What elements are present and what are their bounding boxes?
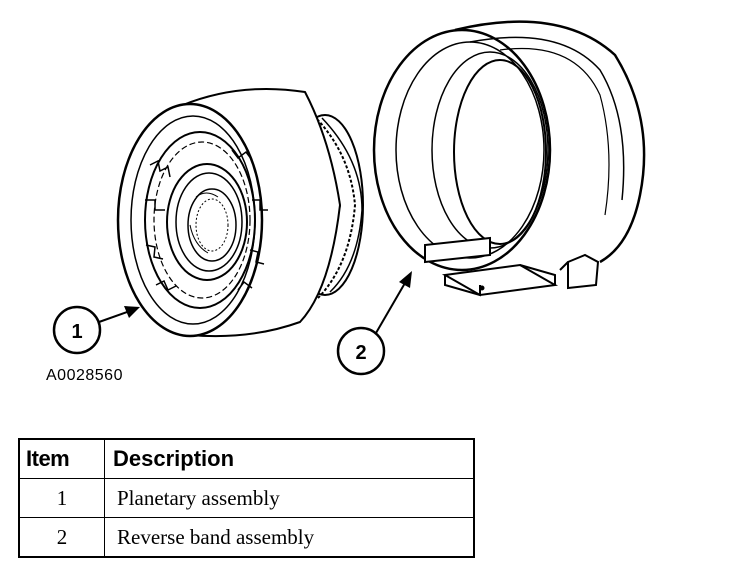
item-number: 2 [18, 517, 105, 558]
planetary-assembly-drawing [116, 88, 364, 338]
table-row: 1 Planetary assembly [18, 478, 475, 518]
table-header-row: Item Description [18, 438, 475, 479]
callout-2-label: 2 [355, 342, 366, 364]
callout-2: 2 [336, 271, 412, 376]
callout-1: 1 [52, 305, 140, 355]
item-description: Reverse band assembly [104, 517, 475, 558]
item-description: Planetary assembly [104, 478, 475, 518]
callout-1-label: 1 [71, 321, 82, 343]
arrow-head-icon [124, 306, 140, 318]
table-row: 2 Reverse band assembly [18, 517, 475, 558]
parts-legend-table: Item Description 1 Planetary assembly 2 … [18, 438, 475, 558]
figure-id: A0028560 [46, 367, 123, 384]
arrow-head-icon [399, 271, 412, 288]
reverse-band-drawing [372, 20, 646, 297]
exploded-view-illustration: 1 2 [52, 20, 646, 376]
column-header-description: Description [104, 438, 475, 479]
column-header-item: Item [18, 438, 105, 479]
item-number: 1 [18, 478, 105, 518]
